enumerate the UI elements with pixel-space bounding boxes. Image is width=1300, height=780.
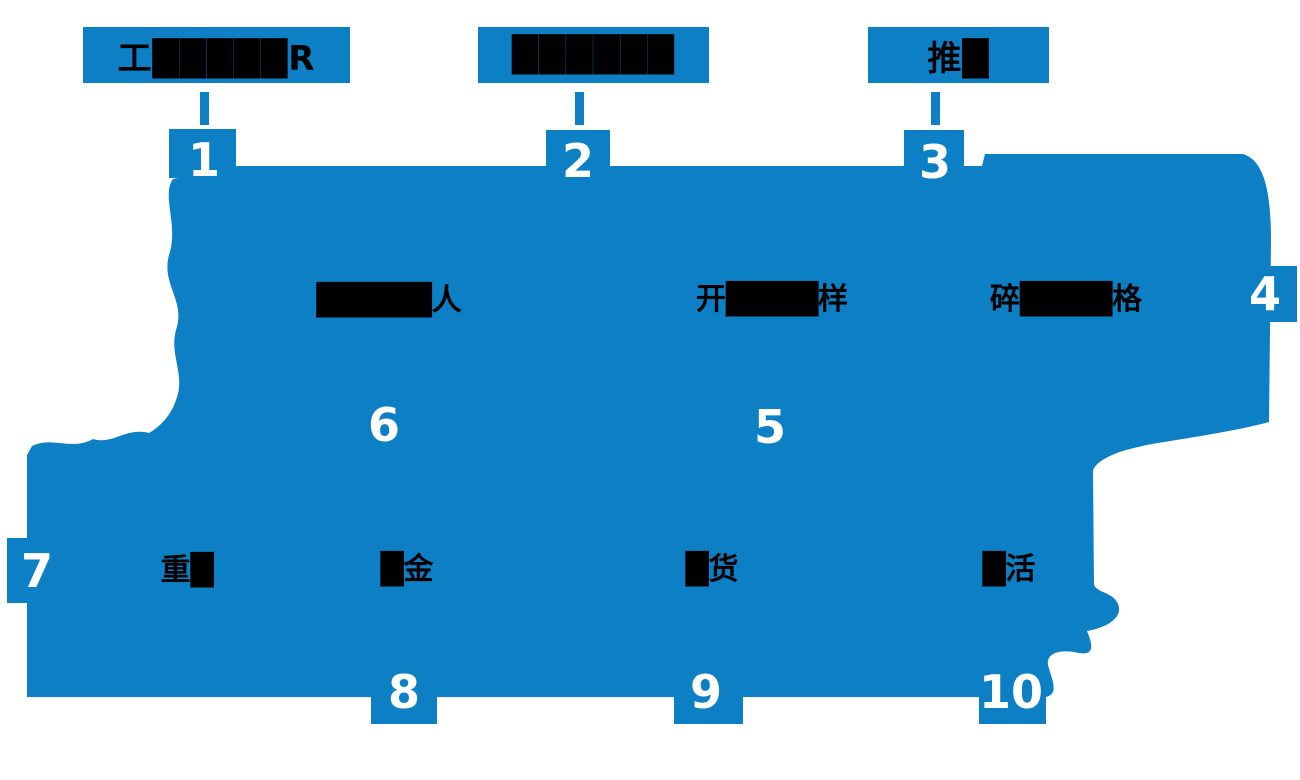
map-label-bottom-1: 重█ — [160, 553, 214, 588]
connector-dash-3 — [931, 92, 940, 125]
header-box-2[interactable]: ██████ — [478, 27, 709, 83]
tab-3 — [904, 130, 964, 170]
header-box-1-label: 工█████R — [117, 38, 316, 79]
hotspot-marker-1[interactable]: 1 — [187, 133, 221, 187]
header-box-3-label: 推█ — [927, 38, 990, 79]
hotspot-marker-10[interactable]: 10 — [978, 665, 1044, 719]
tab-2 — [546, 130, 610, 170]
map-label-bottom-2: █金 — [380, 552, 434, 587]
tab-8 — [371, 694, 437, 724]
map-label-bottom-4: █活 — [982, 552, 1036, 587]
header-box-3[interactable]: 推█ — [868, 27, 1049, 83]
tab-4 — [1250, 266, 1297, 322]
connector-dash-2 — [575, 92, 584, 125]
map-body — [27, 154, 1271, 697]
map-label-mid-right: 碎████格 — [989, 282, 1143, 317]
header-box-2-label: ██████ — [512, 35, 675, 75]
map-label-mid-center: 开████样 — [695, 282, 849, 317]
hotspot-marker-4[interactable]: 4 — [1248, 267, 1282, 321]
connector-dash-1 — [200, 92, 209, 125]
hotspot-marker-7[interactable]: 7 — [20, 544, 54, 598]
hotspot-marker-8[interactable]: 8 — [387, 665, 421, 719]
hotspot-marker-9[interactable]: 9 — [689, 665, 723, 719]
map-label-mid-left: █████人 — [316, 283, 462, 318]
tab-1 — [169, 129, 236, 178]
tab-7 — [7, 538, 32, 603]
hotspot-marker-3[interactable]: 3 — [918, 135, 952, 189]
map-label-bottom-3: █货 — [685, 552, 739, 587]
header-box-1[interactable]: 工█████R — [83, 27, 350, 83]
tab-10 — [979, 694, 1046, 724]
hotspot-marker-5[interactable]: 5 — [753, 400, 787, 454]
tab-9 — [674, 694, 743, 724]
hotspot-marker-2[interactable]: 2 — [561, 134, 595, 188]
hotspot-marker-6[interactable]: 6 — [367, 398, 401, 452]
